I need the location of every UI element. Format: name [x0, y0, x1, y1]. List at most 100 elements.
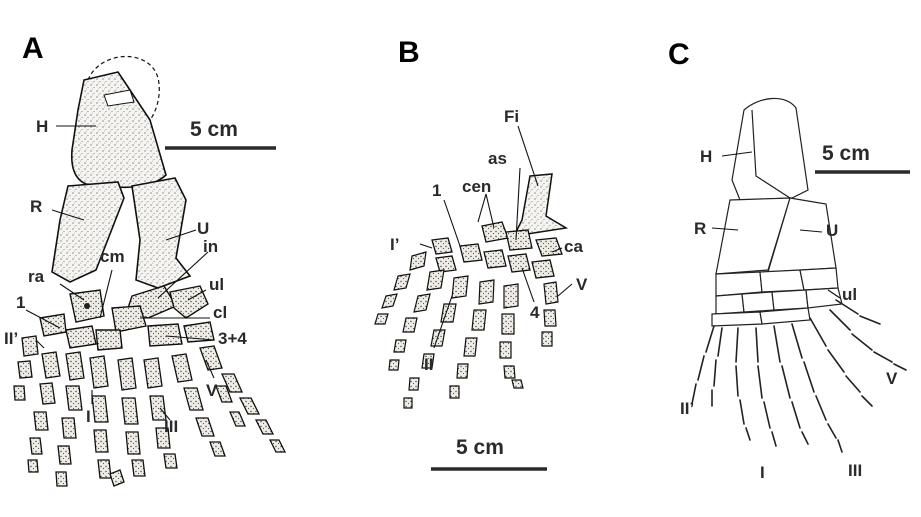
digit-b2-phalanx [426, 269, 445, 291]
distal-tarsal-bone [531, 259, 555, 279]
panel-a-leaders [25, 125, 215, 421]
digit-6-phalanx [195, 417, 215, 437]
digit-c-4 [809, 317, 873, 407]
leader-34 [165, 335, 215, 341]
label-a-cl: cl [213, 303, 227, 322]
label-a-r: R [30, 197, 42, 216]
label-a-h: H [36, 117, 48, 136]
digit-2-phalanx [55, 471, 68, 487]
calcaneum-bone [535, 237, 563, 257]
label-c-iiprime: II’ [680, 399, 694, 418]
label-b-ii: II [424, 355, 433, 374]
label-a-v: V [206, 381, 218, 400]
distal-tarsal-bone [459, 243, 483, 263]
label-c-u: U [826, 221, 838, 240]
digit-1-phalanx [41, 351, 61, 379]
digit-b5-phalanx [503, 283, 519, 309]
distal-tarsal-1-bone [431, 237, 453, 255]
digit-v-phalanx [199, 345, 223, 371]
leader-iii [159, 407, 171, 421]
digit-b2-phalanx [393, 339, 407, 353]
digit-3-phalanx [93, 429, 109, 453]
leader-vb [557, 283, 573, 297]
digit-iiprime-phalanx [21, 335, 39, 357]
digit-6-phalanx [183, 387, 204, 411]
central-bone [111, 305, 147, 333]
digit-b2-phalanx [413, 293, 431, 313]
label-b-cen: cen [462, 177, 491, 196]
scale-b-text: 5 cm [456, 436, 504, 459]
digit-c-iii [791, 323, 843, 453]
digit-b5-phalanx [503, 365, 516, 379]
panel-b-letter: B [398, 36, 420, 69]
leader-c-h [721, 151, 753, 157]
digit-bv-phalanx [541, 331, 553, 347]
label-c-r: R [694, 219, 706, 238]
panel-c-carpals [711, 267, 843, 327]
carpal-c-bone [805, 287, 843, 309]
digit-b2-phalanx [388, 359, 400, 371]
radiale-foramen [84, 303, 90, 309]
digit-3-phalanx [91, 395, 109, 423]
digit-2-phalanx [61, 417, 77, 439]
label-a-in: in [203, 237, 218, 256]
digit-v-phalanx [220, 373, 244, 393]
digit-b3-phalanx [421, 353, 435, 369]
digit-b4-phalanx [456, 363, 469, 379]
panel-a: A [4, 32, 287, 487]
digit-bv-phalanx [543, 309, 557, 327]
leader-iiprime [35, 339, 45, 349]
humerus-c-line [751, 109, 791, 199]
digit-iiprime-phalanx [13, 385, 26, 401]
digit-v-phalanx [268, 439, 287, 453]
panel-b-leaders [419, 125, 573, 349]
digit-extra-phalanx [229, 411, 246, 427]
label-a-iiprime: II’ [4, 329, 18, 348]
digit-extra-phalanx [215, 385, 233, 403]
panel-a-letter: A [22, 32, 44, 65]
digit-2-phalanx [57, 445, 72, 465]
label-b-ca: ca [564, 237, 583, 256]
digit-iiprime-phalanx [17, 360, 33, 379]
digit-bi-phalanx [409, 251, 427, 271]
leader-c-ul [827, 289, 841, 299]
digit-b5-phalanx [511, 379, 524, 389]
leader-in [157, 251, 209, 299]
carpal-c-bone [771, 289, 809, 311]
carpal-c-bone [715, 293, 745, 315]
leader-cen-1 [477, 193, 487, 223]
digit-3-phalanx [109, 469, 125, 487]
digit-4-phalanx [117, 357, 137, 391]
carpal-c-bone [759, 269, 805, 293]
digit-v-phalanx [238, 397, 261, 415]
digit-b3-phalanx [451, 275, 469, 299]
label-a-u: U [197, 219, 209, 238]
digit-2-phalanx [65, 385, 83, 411]
digit-1-phalanx [29, 437, 43, 455]
digit-c-iiprime [691, 325, 715, 405]
leader-v [205, 359, 215, 379]
label-a-ul: ul [209, 275, 224, 294]
leader-cen-2 [485, 193, 495, 229]
digit-b3-phalanx [403, 397, 413, 409]
distal-tarsal-bone [507, 253, 531, 273]
carpal-c-bone [759, 307, 811, 325]
leader-ii [433, 295, 453, 349]
carpal-c-bone [715, 271, 763, 297]
digit-c-i [735, 327, 751, 441]
digit-c-3 [773, 325, 809, 445]
carpal-c-bone [799, 267, 839, 291]
label-a-iii: III [164, 417, 178, 436]
leader-c-u [799, 229, 823, 233]
digit-b2-phalanx [402, 317, 418, 333]
distal-tarsal-bone [435, 255, 457, 273]
leader-iprime [419, 243, 433, 249]
panel-b-tarsals [431, 221, 563, 279]
panel-a-digits [13, 335, 287, 487]
humerus-bone [70, 71, 167, 189]
label-b-1: 1 [432, 181, 441, 200]
digit-b3-phalanx [408, 377, 420, 391]
leader-1 [25, 309, 61, 329]
label-b-iprime: I’ [390, 235, 399, 254]
